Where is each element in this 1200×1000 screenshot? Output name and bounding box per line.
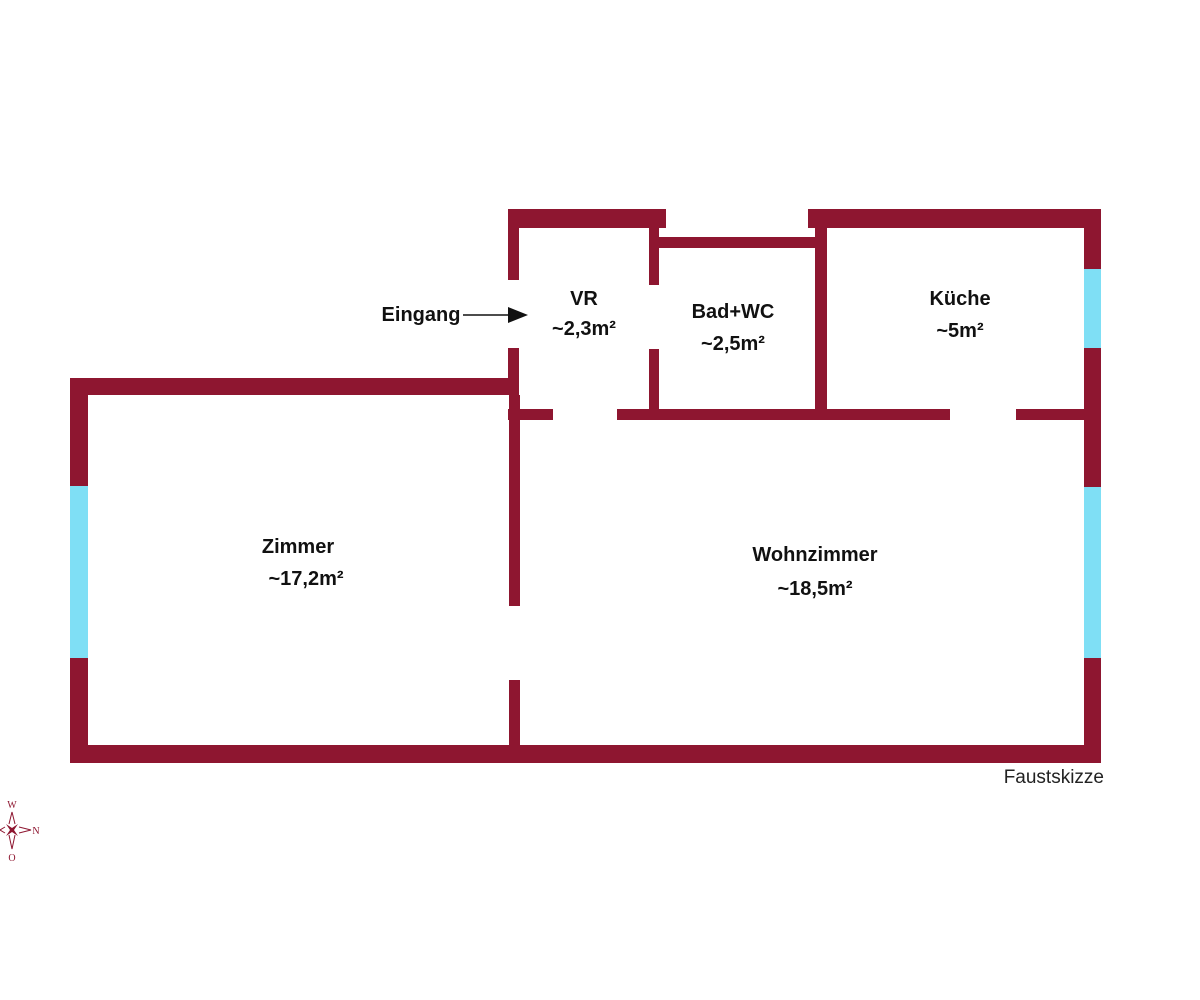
compass-w: W	[7, 800, 17, 811]
room-area: ~17,2m²	[268, 568, 343, 590]
bottom-wall	[70, 745, 1101, 763]
vr-left-wall-upper	[508, 209, 519, 280]
window-wohnzimmer	[1084, 487, 1101, 658]
bad-kueche-wall	[815, 209, 827, 419]
vr-left-wall-lower	[508, 348, 519, 395]
hall-wall-a	[508, 409, 553, 420]
divider-wall-lower	[509, 680, 520, 750]
room-area: ~5m²	[936, 320, 984, 342]
room-area: ~2,3m²	[552, 318, 616, 340]
kueche-top-wall	[808, 209, 1101, 228]
room-name: Küche	[929, 288, 990, 310]
compass-n: N	[32, 826, 39, 837]
room-wohnzimmer: Wohnzimmer ~18,5m²	[752, 544, 877, 600]
compass-icon: W N O	[0, 800, 40, 864]
room-area: ~2,5m²	[701, 333, 765, 355]
room-zimmer: Zimmer ~17,2m²	[262, 536, 344, 590]
room-name: VR	[570, 288, 598, 310]
arrow-head-icon	[508, 307, 528, 323]
bad-top-wall	[659, 237, 826, 248]
room-name: Bad+WC	[692, 301, 775, 323]
sketch-note: Faustskizze	[1004, 767, 1104, 788]
zimmer-top-wall	[70, 378, 519, 395]
divider-wall-upper	[509, 395, 520, 606]
room-area: ~18,5m²	[777, 578, 852, 600]
entrance-label: Eingang	[382, 304, 461, 326]
room-name: Wohnzimmer	[752, 544, 877, 566]
hall-wall-b	[617, 409, 950, 420]
vr-bad-wall-upper	[649, 209, 659, 285]
room-name: Zimmer	[262, 536, 334, 558]
compass-o: O	[8, 853, 15, 864]
windows	[70, 269, 1101, 658]
window-zimmer	[70, 486, 88, 658]
room-kueche: Küche ~5m²	[929, 288, 990, 342]
entrance: Eingang	[382, 304, 528, 326]
hall-wall-c	[1016, 409, 1091, 420]
room-bad: Bad+WC ~2,5m²	[692, 301, 775, 355]
window-kueche	[1084, 269, 1101, 348]
vr-top-wall	[508, 209, 666, 228]
room-vr: VR ~2,3m²	[552, 288, 616, 340]
vr-bad-wall-lower	[649, 349, 659, 419]
